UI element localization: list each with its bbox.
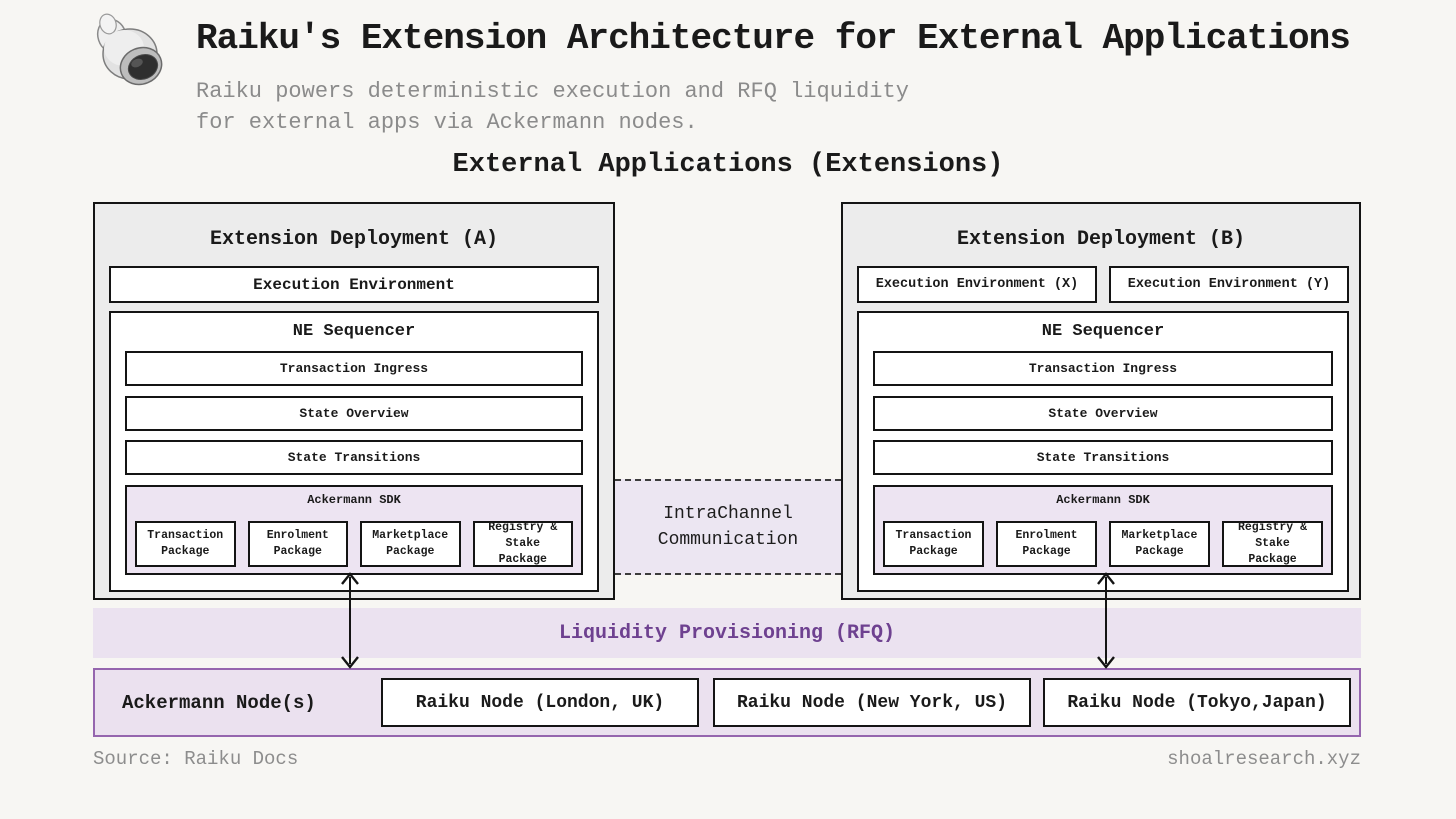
registry-stake-package-b: Registry & Stake Package — [1222, 521, 1323, 567]
raiku-node-newyork: Raiku Node (New York, US) — [713, 678, 1031, 727]
marketplace-package-b: Marketplace Package — [1109, 521, 1210, 567]
state-transitions-a: State Transitions — [125, 440, 583, 475]
deployment-a-title: Extension Deployment (A) — [209, 228, 499, 251]
liquidity-provisioning-label: Liquidity Provisioning (RFQ) — [558, 621, 896, 645]
state-overview-a: State Overview — [125, 396, 583, 431]
sdk-packages-b: Transaction Package Enrolment Package Ma… — [883, 521, 1323, 567]
source-credit: Source: Raiku Docs — [93, 748, 299, 770]
extension-deployment-b: Extension Deployment (B) Execution Envir… — [841, 202, 1361, 600]
marketplace-package-a: Marketplace Package — [360, 521, 461, 567]
raiku-node-london: Raiku Node (London, UK) — [381, 678, 699, 727]
ackermann-sdk-a: Ackermann SDK Transaction Package Enrolm… — [125, 485, 583, 575]
execution-environment-x: Execution Environment (X) — [857, 266, 1097, 303]
ackermann-sdk-a-title: Ackermann SDK — [307, 493, 401, 507]
transaction-ingress-b: Transaction Ingress — [873, 351, 1333, 386]
state-overview-b: State Overview — [873, 396, 1333, 431]
intrachannel-communication: IntraChannel Communication — [615, 479, 841, 575]
sdk-to-nodes-arrow-a — [341, 572, 359, 669]
ackermann-sdk-b: Ackermann SDK Transaction Package Enrolm… — [873, 485, 1333, 575]
ne-sequencer-b-title: NE Sequencer — [1041, 322, 1165, 341]
transaction-package-a: Transaction Package — [135, 521, 236, 567]
ackermann-nodes-label: Ackermann Node(s) — [122, 691, 316, 714]
execution-environment-a: Execution Environment — [109, 266, 599, 303]
page-title: Raiku's Extension Architecture for Exter… — [196, 18, 1351, 59]
liquidity-provisioning-band: Liquidity Provisioning (RFQ) — [93, 608, 1361, 658]
shell-logo — [86, 6, 178, 98]
sdk-to-nodes-arrow-b — [1097, 572, 1115, 669]
raiku-node-tokyo: Raiku Node (Tokyo,Japan) — [1043, 678, 1351, 727]
intrachannel-line1: IntraChannel — [663, 504, 793, 524]
enrolment-package-a: Enrolment Package — [247, 521, 348, 567]
state-transitions-b: State Transitions — [873, 440, 1333, 475]
execution-environment-y: Execution Environment (Y) — [1109, 266, 1349, 303]
registry-stake-package-a: Registry & Stake Package — [472, 521, 573, 567]
sdk-packages-a: Transaction Package Enrolment Package Ma… — [135, 521, 573, 567]
ackermann-node-row: Ackermann Node(s) Raiku Node (London, UK… — [93, 668, 1361, 737]
ne-sequencer-a-title: NE Sequencer — [292, 322, 416, 341]
extension-deployment-a: Extension Deployment (A) Execution Envir… — [93, 202, 615, 600]
site-credit: shoalresearch.xyz — [1167, 748, 1361, 770]
deployment-b-title: Extension Deployment (B) — [956, 228, 1246, 251]
ne-sequencer-a: NE Sequencer Transaction Ingress State O… — [109, 311, 599, 592]
intrachannel-line2: Communication — [657, 530, 799, 550]
enrolment-package-b: Enrolment Package — [996, 521, 1097, 567]
ackermann-sdk-b-title: Ackermann SDK — [1056, 493, 1150, 507]
section-heading: External Applications (Extensions) — [452, 150, 1004, 180]
transaction-package-b: Transaction Package — [883, 521, 984, 567]
ne-sequencer-b: NE Sequencer Transaction Ingress State O… — [857, 311, 1349, 592]
transaction-ingress-a: Transaction Ingress — [125, 351, 583, 386]
page-subtitle: Raiku powers deterministic execution and… — [196, 79, 909, 135]
